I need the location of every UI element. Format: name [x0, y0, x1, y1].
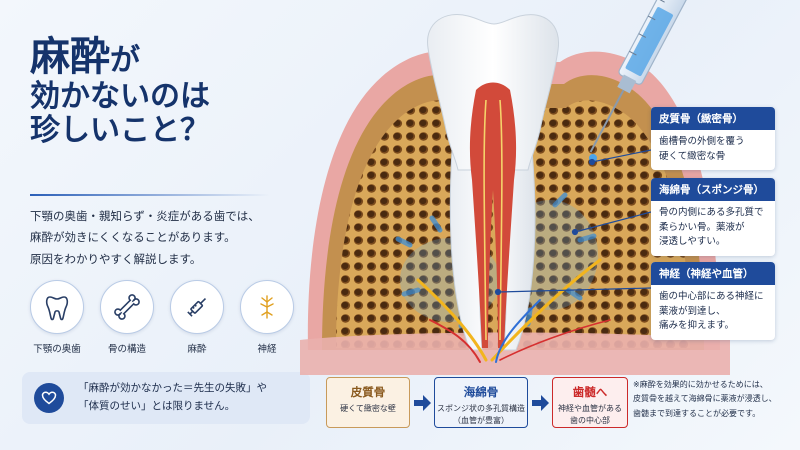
footnote-line: ※麻酔を効果的に効かせるためには、 — [633, 380, 768, 389]
topic-label: 麻酔 — [187, 344, 207, 355]
flow-arrow-icon — [414, 395, 431, 411]
flow-step-title: 皮質骨 — [350, 385, 386, 399]
title-line-3: 珍しいこと？ — [30, 112, 210, 148]
flow-step-sub-line: 硬くて緻密な壁 — [340, 404, 396, 413]
label-line: 浸透しやすい。 — [659, 236, 726, 248]
flow-step-sub: 硬くて緻密な壁 — [327, 403, 409, 415]
label-line: 硬くて緻密な骨 — [659, 150, 726, 162]
label-body: 歯槽骨の外側を覆う 硬くて緻密な骨 — [651, 130, 775, 170]
label-title: 海綿骨（スポンジ骨） — [651, 178, 775, 201]
topic-item-anesthesia: 麻酔 — [166, 280, 228, 355]
topic-item-tooth: 下顎の奥歯 — [26, 280, 88, 355]
tooth-cross-section-illustration — [300, 0, 730, 375]
label-title: 神経（神経や血管） — [651, 262, 775, 285]
description-line: 下顎の奥歯・親知らず・炎症がある歯では、 — [30, 209, 260, 223]
topic-icon-row: 下顎の奥歯 骨の構造 麻酔 — [26, 280, 306, 360]
topic-item-nerve: 神経 — [236, 280, 298, 355]
flow-step-sub: 神経や血管がある 歯の中心部 — [553, 403, 627, 426]
notice-line: 「体質のせい」とは限りません。 — [78, 400, 236, 413]
flow-step-sub-line: 神経や血管がある — [558, 404, 622, 413]
title-divider — [30, 194, 270, 196]
label-line: 歯の中心部にある神経に — [659, 291, 764, 302]
flow-step-cortical: 皮質骨 硬くて緻密な壁 — [326, 377, 410, 428]
notice-line: 「麻酔が効かなかった＝先生の失敗」や — [78, 382, 267, 394]
notice-text: 「麻酔が効かなかった＝先生の失敗」や 「体質のせい」とは限りません。 — [78, 379, 306, 416]
label-line: 薬液が到達し、 — [659, 305, 726, 317]
syringe-icon — [170, 280, 224, 334]
description-line: 原因をわかりやすく解説します。 — [30, 251, 202, 266]
label-cortical-bone: 皮質骨（緻密骨） 歯槽骨の外側を覆う 硬くて緻密な骨 — [651, 107, 775, 171]
footnote: ※麻酔を効果的に効かせるためには、 皮質骨を越えて海綿骨に薬液が浸透し、 歯髄ま… — [633, 378, 793, 421]
tooth-icon — [30, 280, 84, 334]
tooth-pulp — [469, 82, 517, 348]
label-nerve: 神経（神経や血管） 歯の中心部にある神経に 薬液が到達し、 痛みを抑えます。 — [651, 262, 775, 341]
heart-icon — [34, 383, 64, 413]
title-line-1-suffix: が — [110, 43, 140, 78]
label-line: 痛みを抑えます。 — [659, 320, 735, 332]
notice-banner: 「麻酔が効かなかった＝先生の失敗」や 「体質のせい」とは限りません。 — [22, 372, 310, 424]
flow-step-title: 海綿骨 — [463, 385, 499, 399]
description: 下顎の奥歯・親知らず・炎症がある歯では、 麻酔が効きにくくなることがあります。 … — [30, 206, 320, 270]
syringe-illustration — [589, 0, 711, 153]
description-line: 麻酔が効きにくくなることがあります。 — [30, 230, 236, 245]
flow-step-sub: スポンジ状の多孔質構造 （血管が豊富） — [435, 403, 527, 426]
flow-step-sub-line: 歯の中心部 — [570, 415, 610, 425]
label-body: 骨の内側にある多孔質で 柔らかい骨。薬液が 浸透しやすい。 — [651, 201, 775, 256]
label-title: 皮質骨（緻密骨） — [651, 107, 775, 130]
page-title: 麻酔が 効かないのは 珍しいこと？ — [30, 34, 300, 148]
flow-step-cancellous: 海綿骨 スポンジ状の多孔質構造 （血管が豊富） — [434, 377, 528, 428]
topic-label: 下顎の奥歯 — [33, 344, 81, 355]
footnote-line: 歯髄まで到達することが必要です。 — [633, 408, 761, 418]
footnote-line: 皮質骨を越えて海綿骨に薬液が浸透し、 — [633, 394, 777, 404]
nerve-icon — [240, 280, 294, 334]
flow-arrow-icon — [532, 395, 549, 411]
label-line: 柔らかい骨。薬液が — [659, 221, 745, 233]
topic-label: 神経 — [257, 344, 277, 355]
title-line-2: 効かないのは — [30, 78, 210, 114]
title-line-1: 麻酔 — [30, 33, 110, 80]
topic-label: 骨の構造 — [107, 344, 146, 355]
flow-step-sub-line: スポンジ状の多孔質構造 — [437, 404, 525, 413]
topic-item-bone: 骨の構造 — [96, 280, 158, 355]
label-cancellous-bone: 海綿骨（スポンジ骨） 骨の内側にある多孔質で 柔らかい骨。薬液が 浸透しやすい。 — [651, 178, 775, 257]
flow-step-pulp: 歯髄へ 神経や血管がある 歯の中心部 — [552, 377, 628, 428]
flow-step-sub-line: （血管が豊富） — [453, 415, 509, 425]
bone-icon — [100, 280, 154, 334]
nerve-bundle — [416, 258, 611, 363]
label-body: 歯の中心部にある神経に 薬液が到達し、 痛みを抑えます。 — [651, 285, 775, 340]
flow-step-title: 歯髄へ — [572, 385, 608, 399]
label-line: 骨の内側にある多孔質で — [659, 207, 764, 218]
label-line: 歯槽骨の外側を覆う — [659, 136, 745, 147]
